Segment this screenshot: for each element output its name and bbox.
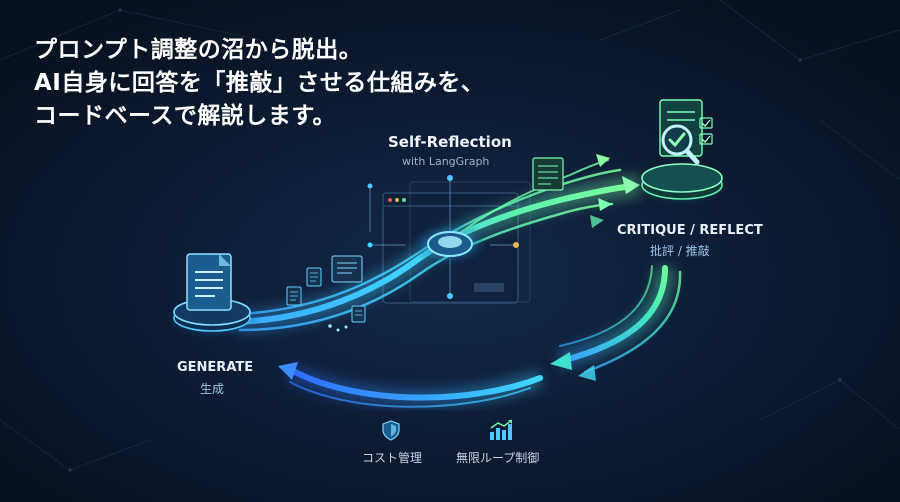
- flow-dots: [328, 324, 348, 332]
- footer-cost-label: コスト管理: [362, 451, 423, 465]
- hub-connector-dots: [367, 175, 519, 299]
- headline-line-1: プロンプト調整の沼から脱出。: [34, 37, 363, 63]
- headline-line-3: コードベースで解説します。: [34, 103, 337, 129]
- generate-sublabel: 生成: [200, 382, 225, 396]
- center-title: Self-Reflection: [388, 133, 512, 151]
- bar-chart-icon: [490, 419, 513, 440]
- doc-particles: [286, 157, 564, 323]
- shield-icon: [382, 420, 400, 441]
- headline: プロンプト調整の沼から脱出。 AI自身に回答を「推敲」させる仕組みを、 コードベ…: [34, 34, 484, 133]
- headline-line-2: AI自身に回答を「推敲」させる仕組みを、: [34, 70, 485, 96]
- generate-label: GENERATE: [177, 360, 254, 375]
- critique-node: [632, 163, 732, 205]
- critique-sublabel: 批評 / 推敲: [650, 244, 710, 258]
- network-lines: [0, 0, 900, 472]
- critique-label: CRITIQUE / REFLECT: [617, 223, 763, 238]
- bottom-flow-strands: [289, 369, 543, 408]
- main-flow-arrows: [590, 154, 640, 228]
- footer-loop-label: 無限ループ制御: [456, 451, 540, 465]
- hub-core: [438, 236, 462, 248]
- return-flow-arrows: [550, 352, 596, 381]
- window-dots: [388, 198, 406, 202]
- center-subtitle: with LangGraph: [402, 155, 490, 168]
- return-flow-strands: [559, 265, 682, 374]
- document-icon: [186, 253, 232, 311]
- bottom-flow-arrows: [278, 362, 298, 380]
- magnifier-check-icon: [659, 99, 713, 165]
